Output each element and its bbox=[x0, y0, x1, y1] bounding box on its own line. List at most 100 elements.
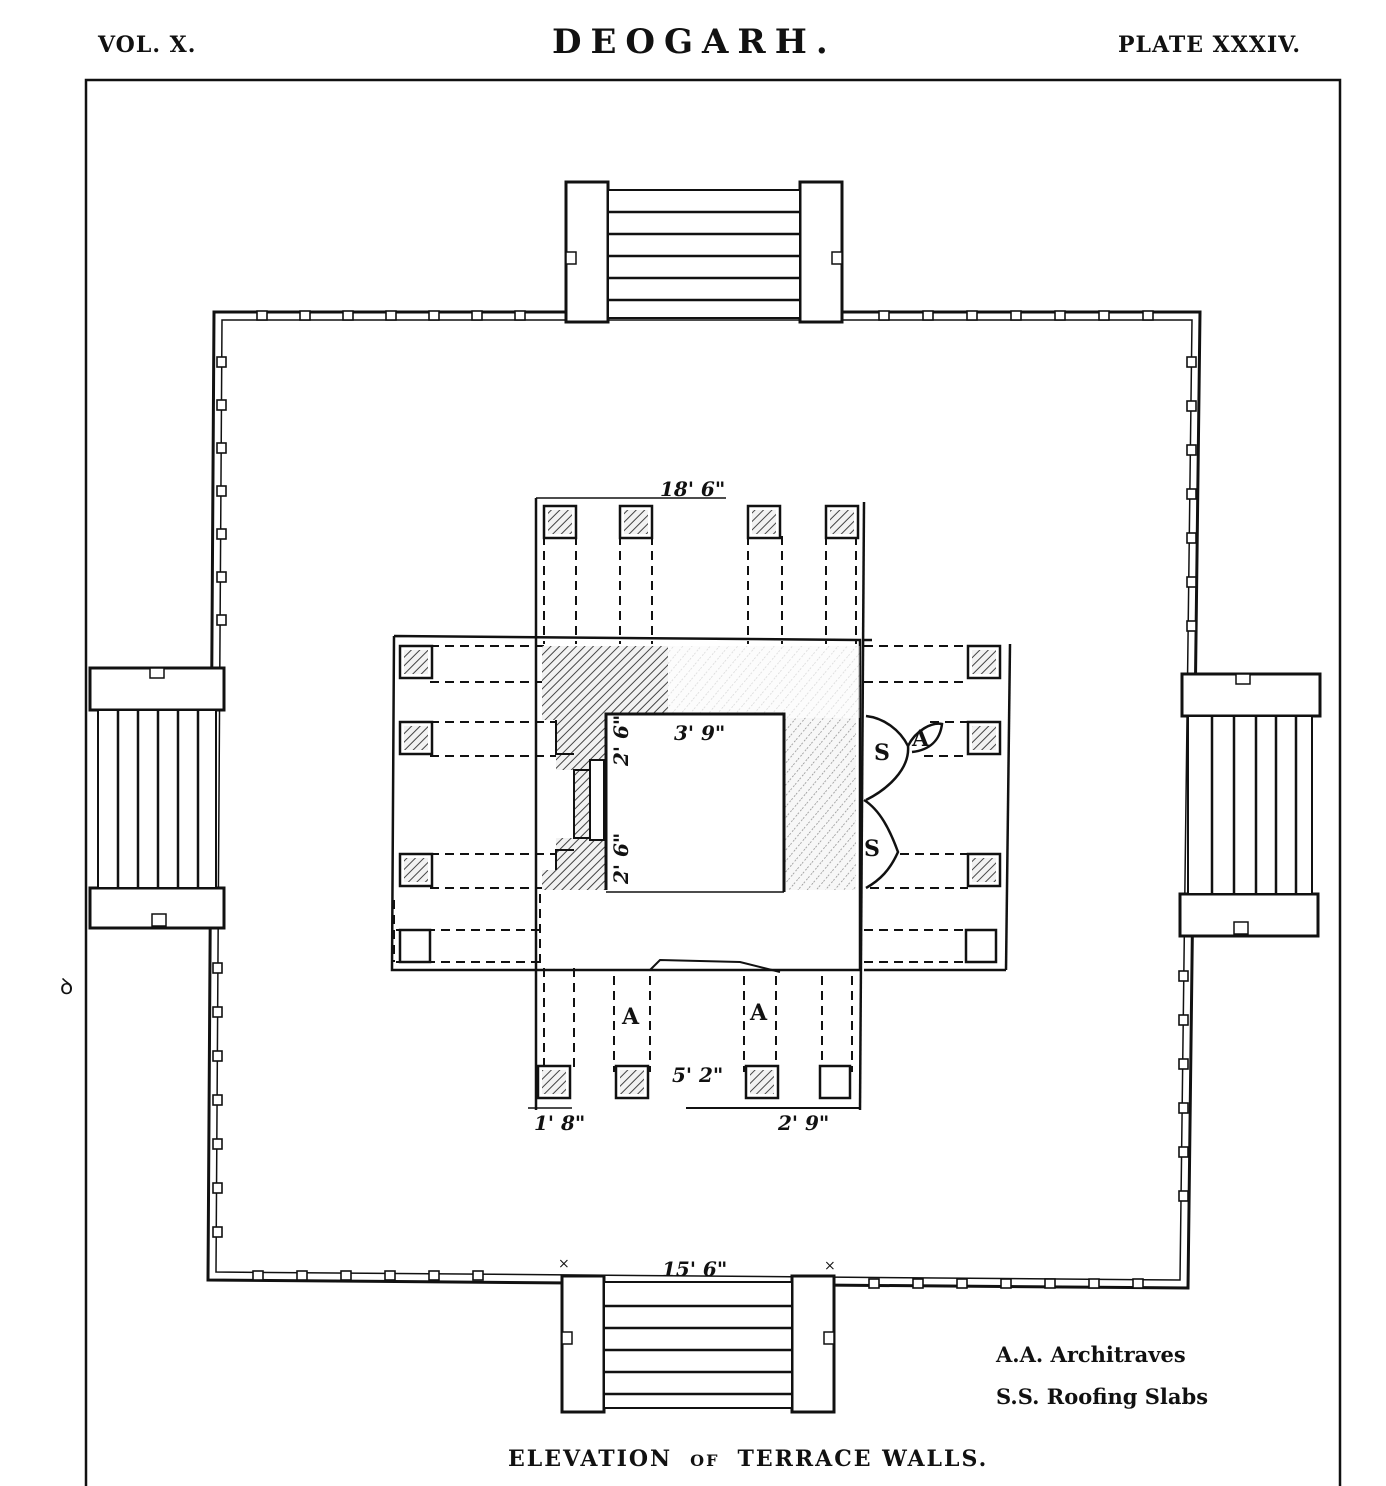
roofing-slab-outlines bbox=[863, 714, 944, 890]
beam-lines bbox=[393, 536, 968, 1072]
label-slab-upper: S bbox=[874, 740, 890, 766]
pillar-hatching bbox=[750, 1070, 774, 1094]
pillar-hatching bbox=[972, 858, 996, 882]
legend-roofing-slabs: S.S. Roofing Slabs bbox=[996, 1384, 1208, 1409]
wall-pilaster bbox=[212, 1094, 223, 1106]
dim-inner-left-upper: 2' 6" bbox=[609, 715, 633, 767]
wall-pilaster bbox=[912, 1278, 924, 1289]
pillar-hatching bbox=[972, 650, 996, 674]
wall-pilaster bbox=[1088, 1278, 1100, 1289]
wall-pilaster bbox=[1132, 1278, 1144, 1289]
wall-pilaster bbox=[1178, 1058, 1189, 1070]
label-architrave-south-left: A bbox=[621, 1004, 640, 1030]
legend-architraves: A.A. Architraves bbox=[995, 1342, 1186, 1367]
pillar bbox=[964, 928, 998, 964]
wall-pilaster bbox=[384, 1270, 396, 1281]
wall-pilaster bbox=[340, 1270, 352, 1281]
wall-pilaster bbox=[1186, 620, 1197, 632]
wall-pilaster bbox=[216, 614, 227, 626]
caption-word-2: OF bbox=[690, 1451, 719, 1470]
volume-label: VOL. X. bbox=[98, 32, 197, 58]
dim-south-gap: 5' 2" bbox=[672, 1063, 723, 1087]
pillar-hatching bbox=[404, 858, 428, 882]
wall-pilaster bbox=[212, 1138, 223, 1150]
wall-pilaster bbox=[472, 1270, 484, 1281]
wall-pilaster bbox=[1044, 1278, 1056, 1289]
wall-pilaster bbox=[1186, 444, 1197, 456]
wall-pilaster bbox=[1010, 310, 1022, 321]
dim-inner-left-lower: 2' 6" bbox=[609, 833, 633, 885]
wall-pilaster bbox=[342, 310, 354, 321]
pillar-hatching bbox=[972, 726, 996, 750]
caption-word-3: TERRACE WALLS. bbox=[737, 1446, 988, 1472]
wall-pilaster bbox=[212, 962, 223, 974]
pillar-hatching bbox=[620, 1070, 644, 1094]
wall-pilaster bbox=[216, 356, 227, 368]
wall-pilaster bbox=[428, 310, 440, 321]
wall-pilaster bbox=[385, 310, 397, 321]
label-architrave-east: A bbox=[911, 726, 930, 752]
wall-pilaster bbox=[212, 1006, 223, 1018]
plate-frame bbox=[84, 78, 1342, 1486]
wall-pilaster bbox=[216, 485, 227, 497]
wall-pilaster bbox=[1054, 310, 1066, 321]
wall-pilaster bbox=[1186, 400, 1197, 412]
pillar-hatching bbox=[624, 510, 648, 534]
wall-pilaster bbox=[252, 1270, 264, 1281]
wall-pilasters bbox=[212, 310, 1197, 1289]
terrace-wall bbox=[206, 310, 1202, 1290]
wall-pilaster bbox=[212, 1050, 223, 1062]
dim-top-width: 18' 6" bbox=[660, 477, 725, 501]
wall-pilaster bbox=[216, 399, 227, 411]
pillar-hatching bbox=[542, 1070, 566, 1094]
dim-pillar-right: 2' 9" bbox=[777, 1111, 829, 1135]
wall-pilaster bbox=[1186, 356, 1197, 368]
pillars bbox=[398, 504, 1002, 1100]
wall-pilaster bbox=[1000, 1278, 1012, 1289]
wall-pilaster bbox=[296, 1270, 308, 1281]
pillar bbox=[398, 928, 432, 964]
wall-pilaster bbox=[428, 1270, 440, 1281]
pillar-hatching bbox=[752, 510, 776, 534]
wall-pilaster bbox=[1178, 1102, 1189, 1114]
wall-pilaster bbox=[256, 310, 268, 321]
pillar-hatching bbox=[404, 650, 428, 674]
wall-pilaster bbox=[216, 528, 227, 540]
stair-east bbox=[1178, 672, 1322, 938]
caption-word-1: ELEVATION bbox=[508, 1446, 672, 1472]
wall-pilaster bbox=[878, 310, 890, 321]
wall-pilaster bbox=[922, 310, 934, 321]
wall-pilaster bbox=[868, 1278, 880, 1289]
stair-north bbox=[564, 180, 844, 324]
label-slab-lower: S bbox=[864, 836, 880, 862]
cross-mark-left: × bbox=[558, 1256, 570, 1272]
wall-pilaster bbox=[212, 1226, 223, 1238]
plate-title: DEOGARH. bbox=[552, 22, 837, 62]
wall-pilaster bbox=[1178, 1190, 1189, 1202]
wall-pilaster bbox=[299, 310, 311, 321]
wall-pilaster bbox=[1178, 970, 1189, 982]
wall-pilaster bbox=[1186, 532, 1197, 544]
wall-pilaster bbox=[956, 1278, 968, 1289]
dim-inner-width: 3' 9" bbox=[674, 721, 725, 745]
temple-platform bbox=[390, 497, 1012, 1111]
label-architrave-south-right: A bbox=[749, 1000, 768, 1026]
cross-mark-right: × bbox=[824, 1258, 836, 1274]
wall-pilaster bbox=[1098, 310, 1110, 321]
wall-pilaster bbox=[471, 310, 483, 321]
core-masonry bbox=[542, 646, 860, 890]
caption: ELEVATION OF TERRACE WALLS. bbox=[508, 1446, 988, 1472]
pillar bbox=[818, 1064, 852, 1100]
dim-stair-width: 15' 6" bbox=[662, 1257, 727, 1281]
stair-west bbox=[88, 666, 226, 930]
wall-pilaster bbox=[514, 310, 526, 321]
wall-pilaster bbox=[1186, 488, 1197, 500]
plate-number: PLATE XXXIV. bbox=[1118, 32, 1302, 58]
wall-pilaster bbox=[216, 571, 227, 583]
stair-south bbox=[560, 1274, 836, 1414]
wall-pilaster bbox=[1142, 310, 1154, 321]
margin-mark: ꝺ bbox=[60, 975, 73, 1000]
wall-pilaster bbox=[1178, 1014, 1189, 1026]
wall-pilaster bbox=[216, 442, 227, 454]
